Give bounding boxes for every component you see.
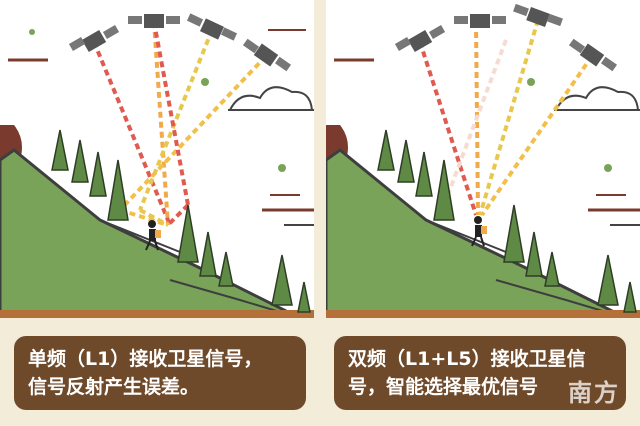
caption-line: 双频（L1+L5）接收卫星信: [348, 348, 586, 370]
scene-dual-frequency: [326, 0, 640, 318]
cloud-icon: [228, 86, 314, 111]
satellite-icon: [568, 38, 618, 72]
satellite-icon: [454, 14, 506, 28]
watermark-logo: 南方: [568, 379, 620, 407]
caption-line: 信号反射产生误差。: [28, 376, 200, 398]
caption-line: 单频（L1）接收卫星信号，: [28, 348, 263, 370]
hiker-icon: [145, 220, 161, 251]
scene-illustration: [0, 13, 314, 318]
caption-single-frequency: 单频（L1）接收卫星信号， 信号反射产生误差。: [14, 336, 306, 410]
scene-single-frequency: [0, 0, 314, 318]
signal-rays: [92, 21, 268, 227]
satellite-icon: [128, 14, 180, 28]
scene-illustration: [326, 3, 640, 318]
panel-divider: [314, 0, 326, 318]
signal-rays: [418, 19, 594, 217]
hill-slope: [0, 148, 301, 318]
cloud-icon: [554, 86, 640, 111]
satellite-icon: [68, 25, 120, 53]
satellite-icon: [186, 13, 238, 41]
tree-icon: [51, 129, 311, 313]
caption-line: 号，智能选择最优信号: [348, 376, 539, 398]
satellite-icon: [394, 25, 446, 53]
tree-icon: [377, 129, 637, 313]
hiker-icon: [471, 216, 487, 247]
hill-slope: [326, 148, 627, 318]
caption-dual-frequency: 双频（L1+L5）接收卫星信 号，智能选择最优信号: [334, 336, 626, 410]
satellite-icon: [242, 38, 292, 72]
satellite-icon: [513, 3, 563, 27]
